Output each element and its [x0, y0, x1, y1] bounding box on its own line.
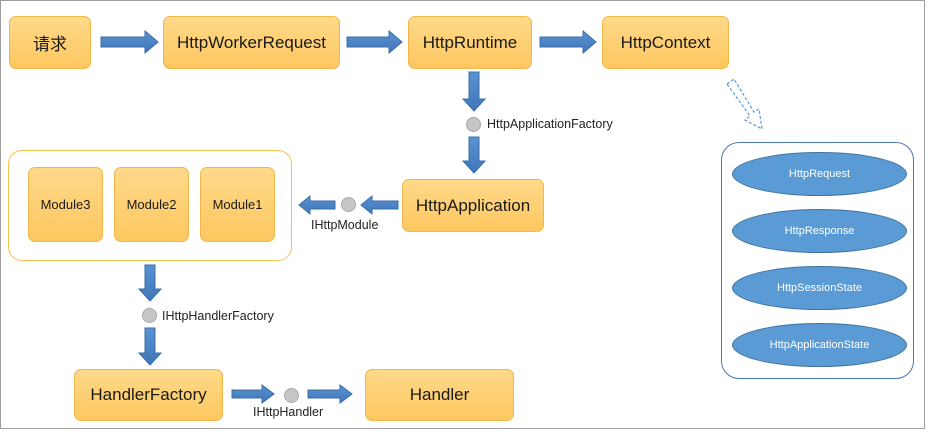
http-application-factory-label: HttpApplicationFactory — [487, 117, 613, 131]
handler-factory-node: HandlerFactory — [74, 369, 223, 421]
module2-node: Module2 — [114, 167, 189, 242]
ihttp-handler-label: IHttpHandler — [253, 405, 324, 419]
http-application-factory-interface-dot — [466, 117, 481, 132]
arrow-ihttpmodule-to-modules — [298, 194, 336, 216]
arrow-application-to-ihttpmodule — [360, 194, 399, 216]
http-application-state-ellipse: HttpApplicationState — [732, 323, 907, 367]
arrow-to-handler-left — [231, 384, 275, 404]
http-context-node: HttpContext — [602, 16, 729, 69]
http-application-node: HttpApplication — [402, 179, 544, 232]
http-session-state-ellipse: HttpSessionState — [732, 266, 907, 310]
module1-node: Module1 — [200, 167, 275, 242]
arrow-factory-down — [461, 136, 487, 174]
ihttp-handler-factory-interface-dot — [142, 308, 157, 323]
http-request-ellipse: HttpRequest — [732, 152, 907, 196]
arrow-modules-down — [137, 264, 163, 302]
handler-node: Handler — [365, 369, 514, 421]
arrow-handlerfactory-interface-down — [137, 327, 163, 366]
http-response-ellipse: HttpResponse — [732, 209, 907, 253]
ihttp-module-interface-dot — [341, 197, 356, 212]
arrow-context-to-members-dashed — [726, 78, 763, 131]
arrow-to-handler-right — [307, 384, 353, 404]
arrow-runtime-down — [461, 71, 487, 112]
arrow-worker-to-runtime — [346, 29, 403, 55]
arrow-runtime-to-context — [539, 29, 597, 55]
module3-node: Module3 — [28, 167, 103, 242]
ihttp-handler-interface-dot — [284, 388, 299, 403]
ihttp-handler-factory-label: IHttpHandlerFactory — [162, 309, 274, 323]
ihttp-module-label: IHttpModule — [311, 218, 379, 232]
request-node: 请求 — [9, 16, 91, 69]
http-runtime-node: HttpRuntime — [408, 16, 532, 69]
http-worker-request-node: HttpWorkerRequest — [163, 16, 340, 69]
arrow-request-to-worker — [100, 29, 159, 55]
